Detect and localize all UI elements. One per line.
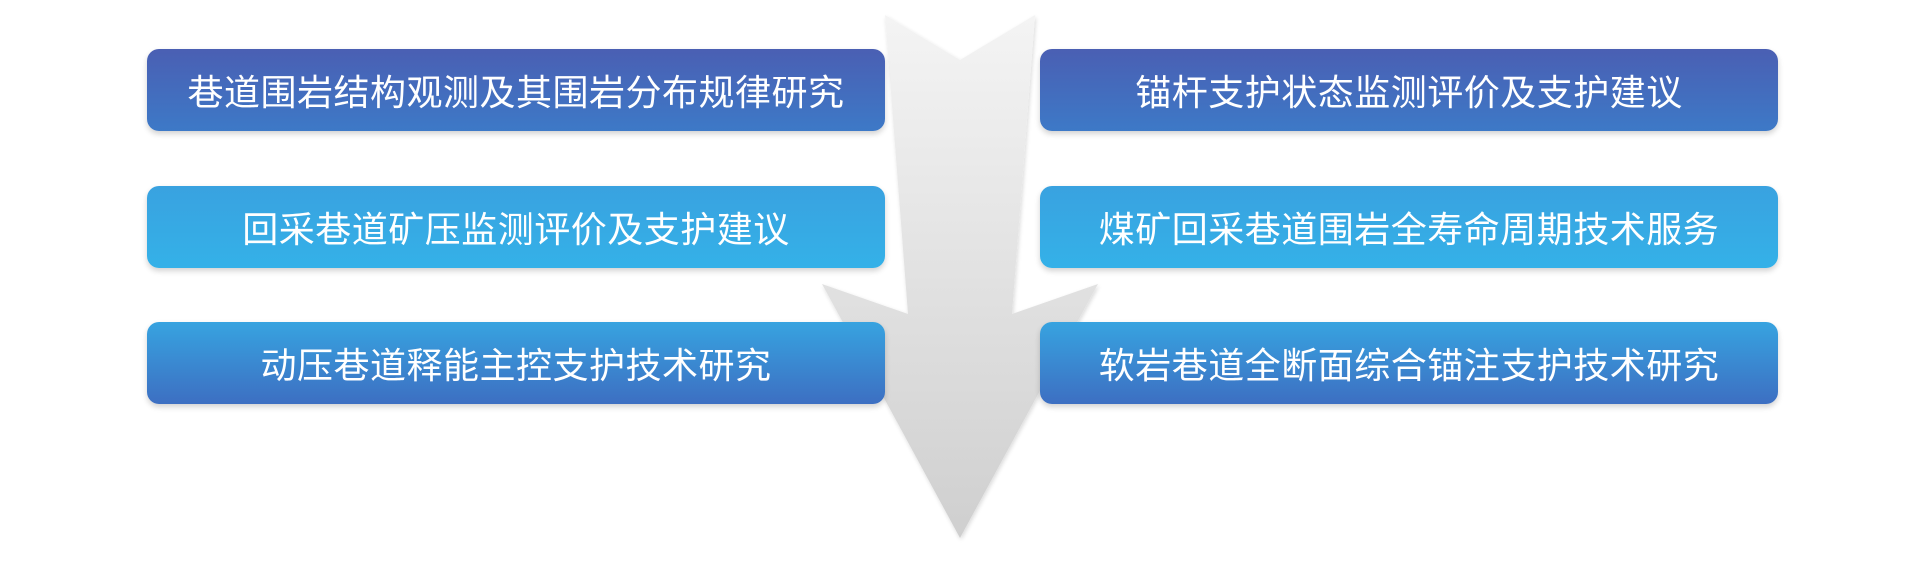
item-box-l1: 巷道围岩结构观测及其围岩分布规律研究 — [147, 49, 885, 131]
item-label-r1: 锚杆支护状态监测评价及支护建议 — [1135, 73, 1683, 114]
item-box-r3: 软岩巷道全断面综合锚注支护技术研究 — [1040, 322, 1778, 404]
item-box-r1: 锚杆支护状态监测评价及支护建议 — [1040, 49, 1778, 131]
item-box-r2: 煤矿回采巷道围岩全寿命周期技术服务 — [1040, 186, 1778, 268]
arrow-shape — [822, 15, 1098, 538]
item-label-l3: 动压巷道释能主控支护技术研究 — [260, 346, 772, 387]
item-box-l2: 回采巷道矿压监测评价及支护建议 — [147, 186, 885, 268]
item-label-l2: 回采巷道矿压监测评价及支护建议 — [242, 210, 790, 251]
item-box-l3: 动压巷道释能主控支护技术研究 — [147, 322, 885, 404]
item-label-r3: 软岩巷道全断面综合锚注支护技术研究 — [1098, 346, 1720, 387]
item-label-r2: 煤矿回采巷道围岩全寿命周期技术服务 — [1098, 210, 1720, 251]
item-label-l1: 巷道围岩结构观测及其围岩分布规律研究 — [187, 73, 845, 114]
